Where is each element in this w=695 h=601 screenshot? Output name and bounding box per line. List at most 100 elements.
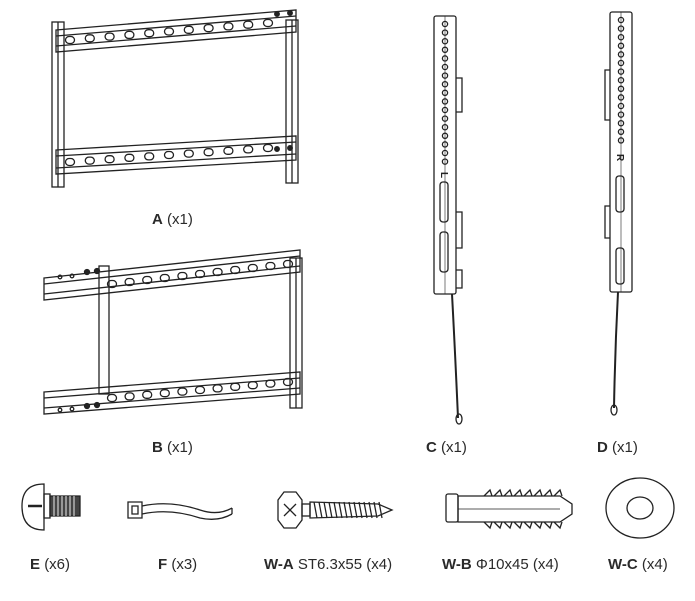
- part-wc-qty: (x4): [641, 556, 668, 573]
- anchor-fin: [493, 488, 503, 497]
- part-e-qty: (x6): [44, 556, 71, 573]
- mounting-slot: [84, 34, 95, 43]
- arm-hole: [617, 59, 625, 67]
- mounting-slot: [142, 275, 153, 285]
- caption-part-c: C (x1): [426, 439, 467, 456]
- mounting-slot: [104, 32, 115, 41]
- anchor-fin: [543, 488, 553, 497]
- anchor-fin: [523, 488, 533, 497]
- screw-thread: [338, 501, 343, 519]
- mounting-slot: [194, 385, 206, 395]
- mounting-slot: [247, 263, 258, 273]
- caption-part-e: E (x6): [30, 556, 70, 573]
- screw-thread: [363, 501, 368, 519]
- mounting-slot: [84, 156, 95, 165]
- part-a-qty: (x1): [167, 211, 193, 228]
- part-wb-wall-anchor: [445, 488, 573, 530]
- part-e-letter: E: [30, 556, 41, 573]
- caption-part-d: D (x1): [597, 439, 638, 456]
- screw-thread: [328, 501, 333, 519]
- anchor-fin: [553, 521, 563, 530]
- arm-hole: [617, 42, 625, 50]
- mounting-slot: [183, 25, 194, 34]
- mounting-slot: [203, 23, 214, 33]
- mounting-slot: [212, 267, 223, 277]
- part-wc-washer: [605, 477, 675, 539]
- arm-hole: [617, 68, 625, 75]
- part-wb-qty: (x4): [532, 556, 559, 573]
- arm-right-mark: R: [614, 154, 625, 162]
- screw-thread: [348, 501, 353, 519]
- arm-hole: [441, 20, 449, 28]
- arm-hole: [441, 29, 449, 36]
- arm-hole: [441, 158, 449, 165]
- part-b-wall-plate: [43, 249, 303, 415]
- anchor-fin: [513, 488, 523, 497]
- mounting-slot: [177, 271, 188, 281]
- screw-thread: [378, 501, 383, 519]
- mounting-slot: [230, 382, 241, 391]
- part-a-letter: A: [152, 211, 163, 228]
- screw-thread: [333, 501, 338, 519]
- part-f-qty: (x3): [171, 556, 198, 573]
- arm-hole: [441, 132, 449, 140]
- mounting-slot: [243, 145, 254, 154]
- mounting-slot: [142, 390, 153, 399]
- part-wb-spec: Φ10x45: [475, 556, 529, 573]
- caption-part-b: B (x1): [152, 439, 193, 456]
- part-b-letter: B: [152, 439, 163, 456]
- part-wc-letter: W-C: [608, 556, 638, 573]
- arm-hole: [441, 72, 449, 79]
- part-wa-lag-screw: [277, 491, 394, 529]
- mounting-slot: [203, 148, 214, 157]
- part-wa-spec: ST6.3x55: [297, 556, 363, 573]
- mounting-slot: [159, 273, 170, 283]
- mounting-slot: [106, 279, 118, 289]
- anchor-fin: [553, 488, 563, 497]
- mounting-slot: [282, 377, 294, 387]
- mounting-slot: [262, 143, 274, 153]
- anchor-fin: [513, 521, 523, 530]
- arm-hole: [617, 119, 625, 127]
- arm-hole: [441, 89, 449, 97]
- caption-part-wa: W-A ST6.3x55 (x4): [264, 556, 392, 573]
- arm-hole: [617, 102, 625, 110]
- part-wa-letter: W-A: [264, 556, 294, 573]
- anchor-fin: [543, 521, 553, 530]
- arm-hole: [441, 46, 449, 54]
- mounting-slot: [265, 379, 276, 388]
- mounting-slot: [124, 392, 135, 401]
- mounting-slot: [124, 30, 135, 40]
- screw-thread: [358, 501, 363, 519]
- mounting-slot: [144, 29, 155, 38]
- anchor-fin: [523, 521, 533, 530]
- screw-thread: [368, 501, 373, 519]
- part-d-right-arm: R: [604, 11, 633, 416]
- arm-hole: [617, 94, 625, 101]
- anchor-fin: [483, 488, 493, 497]
- screw-thread: [373, 501, 378, 519]
- arm-hole: [617, 16, 625, 24]
- part-f-letter: F: [158, 556, 168, 573]
- part-d-qty: (x1): [612, 439, 638, 456]
- arm-hole: [617, 85, 625, 93]
- screw-thread: [323, 501, 328, 519]
- mounting-slot: [64, 157, 76, 167]
- part-f-cable-tie: [127, 501, 233, 520]
- mounting-slot: [177, 387, 188, 396]
- mounting-slot: [247, 381, 258, 390]
- arm-hole: [441, 115, 449, 122]
- part-c-left-arm: L: [433, 15, 463, 425]
- anchor-fin: [533, 521, 543, 530]
- arm-hole: [617, 137, 625, 144]
- mounting-slot: [243, 20, 254, 29]
- mounting-slot: [223, 22, 234, 31]
- arm-hole: [441, 106, 449, 114]
- part-e-screw: [21, 483, 81, 531]
- arm-hole: [617, 111, 625, 118]
- caption-part-wc: W-C (x4): [608, 556, 668, 573]
- arm-hole: [617, 51, 625, 58]
- arm-hole: [441, 63, 449, 71]
- mounting-slot: [262, 18, 274, 28]
